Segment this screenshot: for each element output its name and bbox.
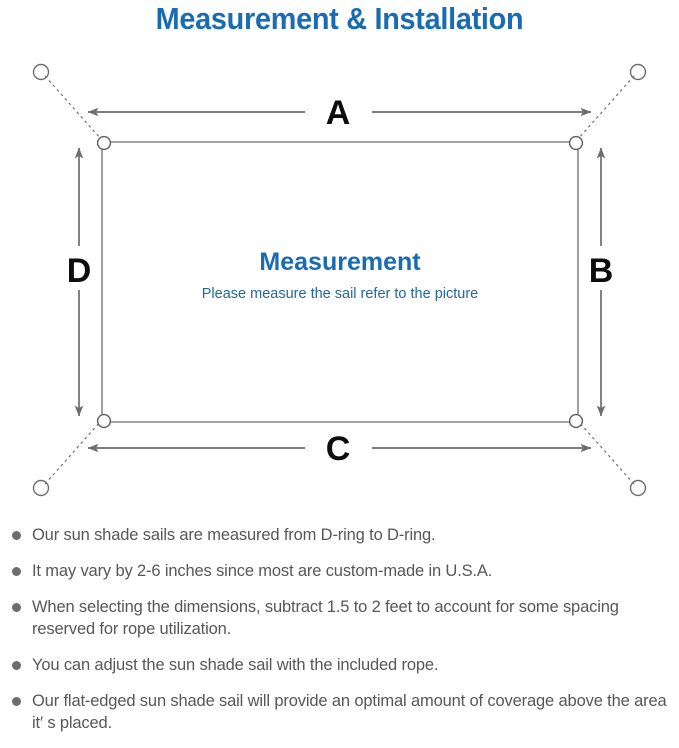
anchor-top-right-icon (629, 63, 647, 81)
d-ring-bottom-left-icon (96, 413, 112, 429)
d-ring-bottom-right-icon (568, 413, 584, 429)
rope-bottom-left (44, 420, 102, 485)
bullet-icon (12, 567, 21, 576)
dimension-label-b: B (589, 252, 614, 290)
d-ring-top-left-icon (96, 135, 112, 151)
list-item: It may vary by 2-6 inches since most are… (0, 560, 679, 582)
list-item: You can adjust the sun shade sail with t… (0, 654, 679, 676)
note-text: It may vary by 2-6 inches since most are… (32, 562, 493, 580)
page-title: Measurement & Installation (155, 1, 524, 36)
sail-body (101, 141, 579, 423)
diagram-center-subheading: Please measure the sail refer to the pic… (202, 286, 478, 302)
note-text: Our sun shade sails are measured from D-… (32, 526, 436, 544)
list-item: When selecting the dimensions, subtract … (0, 596, 679, 640)
diagram-center-heading: Measurement (259, 248, 421, 276)
anchor-top-left-icon (32, 63, 50, 81)
note-text: When selecting the dimensions, subtract … (32, 598, 619, 638)
note-text: Our flat-edged sun shade sail will provi… (32, 692, 667, 732)
bullet-icon (12, 697, 21, 706)
rope-top-left (44, 75, 102, 140)
dimension-arrows (74, 107, 606, 453)
anchor-bottom-right-icon (629, 479, 647, 497)
list-item: Our sun shade sails are measured from D-… (0, 524, 679, 546)
anchor-rings (32, 63, 647, 497)
rope-top-right (577, 75, 635, 140)
bullet-icon (12, 661, 21, 670)
anchor-bottom-left-icon (32, 479, 50, 497)
rope-lines (44, 75, 635, 485)
diagram-canvas: A C D B Measurement Please measure the s… (32, 63, 647, 497)
measurement-diagram: A C D B Measurement Please measure the s… (0, 50, 679, 510)
list-item: Our flat-edged sun shade sail will provi… (0, 690, 679, 734)
note-text: You can adjust the sun shade sail with t… (32, 656, 439, 674)
dimension-label-d: D (67, 252, 92, 290)
bullet-icon (12, 531, 21, 540)
dimension-label-a: A (326, 94, 351, 132)
dimension-label-c: C (326, 430, 351, 468)
bullet-icon (12, 603, 21, 612)
notes-list: Our sun shade sails are measured from D-… (0, 524, 679, 748)
rope-bottom-right (577, 420, 635, 485)
d-rings (96, 135, 584, 429)
d-ring-top-right-icon (568, 135, 584, 151)
